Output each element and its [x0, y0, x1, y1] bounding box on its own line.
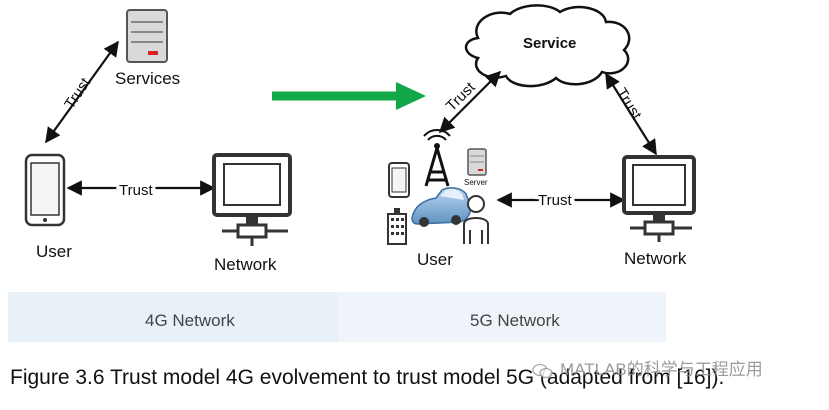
band-4g	[8, 292, 338, 342]
evolution-arrow	[272, 82, 426, 110]
network-4g-label: Network	[214, 255, 277, 274]
service-label: Service	[523, 35, 576, 52]
band-5g	[338, 292, 666, 342]
trust-arrow-cloud-user	[438, 70, 502, 134]
network-monitor-icon	[212, 153, 292, 246]
network-5g-label: Network	[624, 249, 687, 268]
person-icon	[463, 195, 489, 244]
trust-label-user-network-4g: Trust	[119, 182, 153, 199]
server-icon	[126, 9, 168, 63]
trust-arrow-cloud-network	[605, 72, 657, 156]
trust-label-user-network-5g: Trust	[538, 192, 572, 209]
car-icon	[411, 187, 472, 227]
trust-arrow-user-services	[45, 40, 119, 144]
trust-label-cloud-user: Trust	[443, 78, 479, 114]
smartphone-small-icon	[388, 162, 410, 198]
watermark: MATLAB的科学与工程应用	[532, 355, 763, 380]
cell-tower-icon	[423, 129, 451, 187]
server-label: Server	[464, 178, 488, 187]
trust-label-cloud-network: Trust	[613, 85, 646, 123]
watermark-text: MATLAB的科学与工程应用	[560, 360, 763, 379]
server-small-icon	[467, 148, 487, 176]
user-5g-label: User	[417, 250, 453, 269]
band-4g-label: 4G Network	[145, 311, 235, 330]
user-4g-label: User	[36, 242, 72, 261]
services-label: Services	[115, 69, 180, 88]
smartphone-icon	[24, 153, 66, 227]
network-monitor-5g-icon	[622, 155, 696, 242]
wechat-icon	[532, 363, 553, 378]
building-icon	[387, 208, 407, 245]
band-5g-label: 5G Network	[470, 311, 560, 330]
